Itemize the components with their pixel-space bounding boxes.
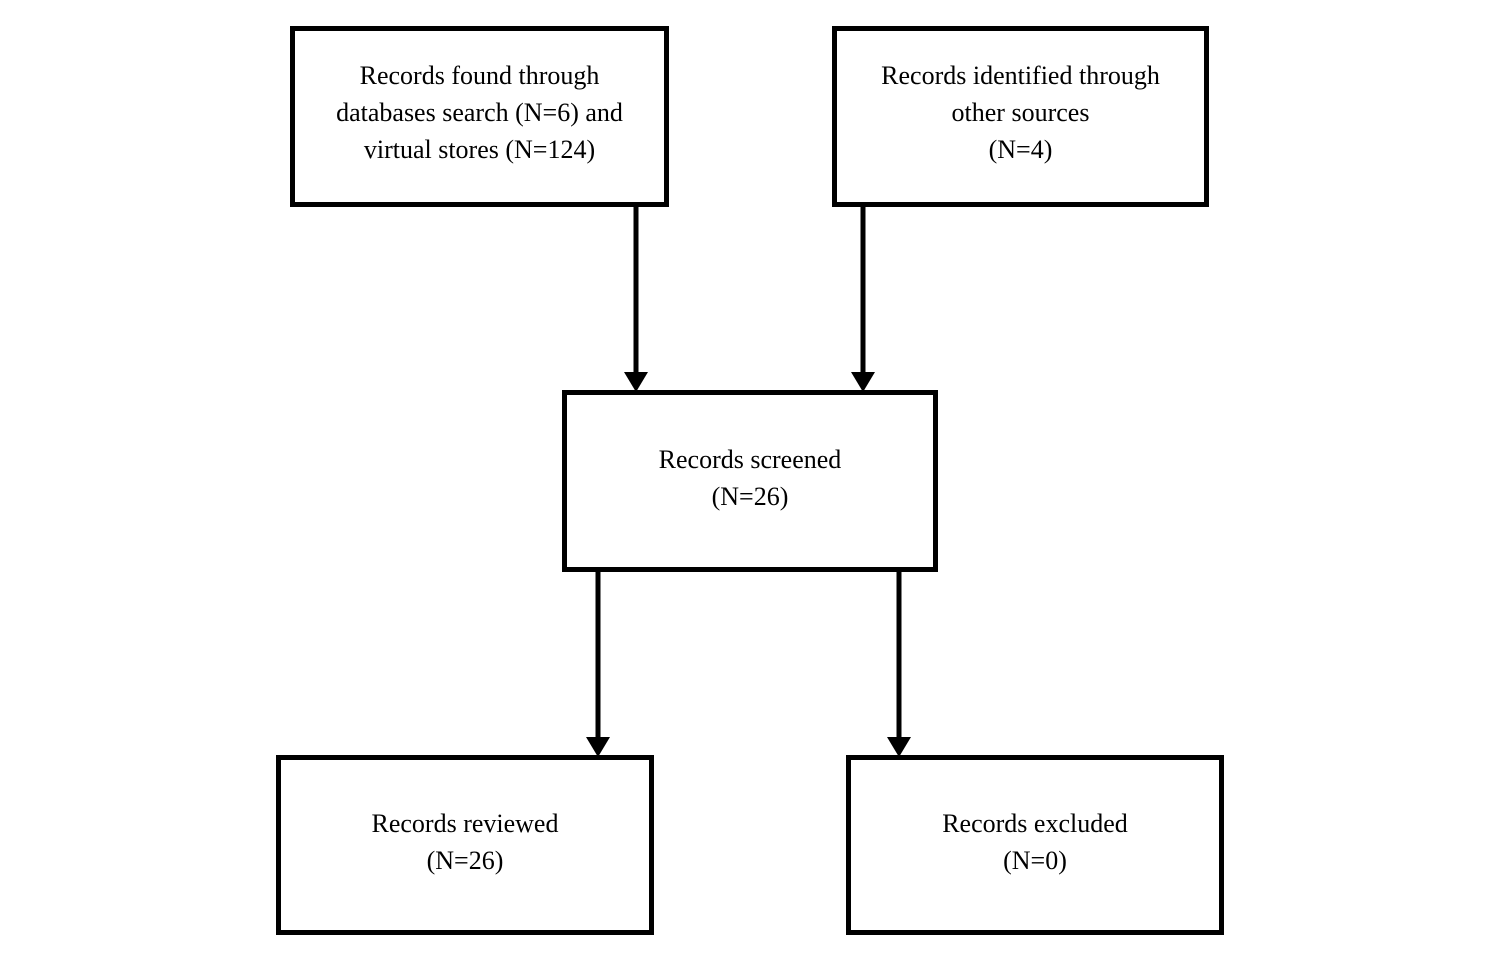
records-identified-other-sources-label: Records identified through other sources… bbox=[881, 61, 1160, 164]
records-screened-label: Records screened (N=26) bbox=[658, 445, 842, 511]
records-found-databases-box: Records found through databases search (… bbox=[290, 26, 669, 207]
records-identified-other-sources-box: Records identified through other sources… bbox=[832, 26, 1209, 207]
records-excluded-label: Records excluded (N=0) bbox=[942, 809, 1128, 875]
records-reviewed-label: Records reviewed (N=26) bbox=[371, 809, 559, 875]
connector-screened-to-reviewed bbox=[586, 572, 610, 757]
records-reviewed-box: Records reviewed (N=26) bbox=[276, 755, 654, 935]
connector-databases-to-screened bbox=[624, 207, 648, 392]
records-excluded-box: Records excluded (N=0) bbox=[846, 755, 1224, 935]
connector-screened-to-excluded bbox=[887, 572, 911, 757]
records-found-databases-label: Records found through databases search (… bbox=[336, 61, 623, 164]
records-screened-box: Records screened (N=26) bbox=[562, 390, 938, 572]
connector-other-to-screened bbox=[851, 207, 875, 392]
